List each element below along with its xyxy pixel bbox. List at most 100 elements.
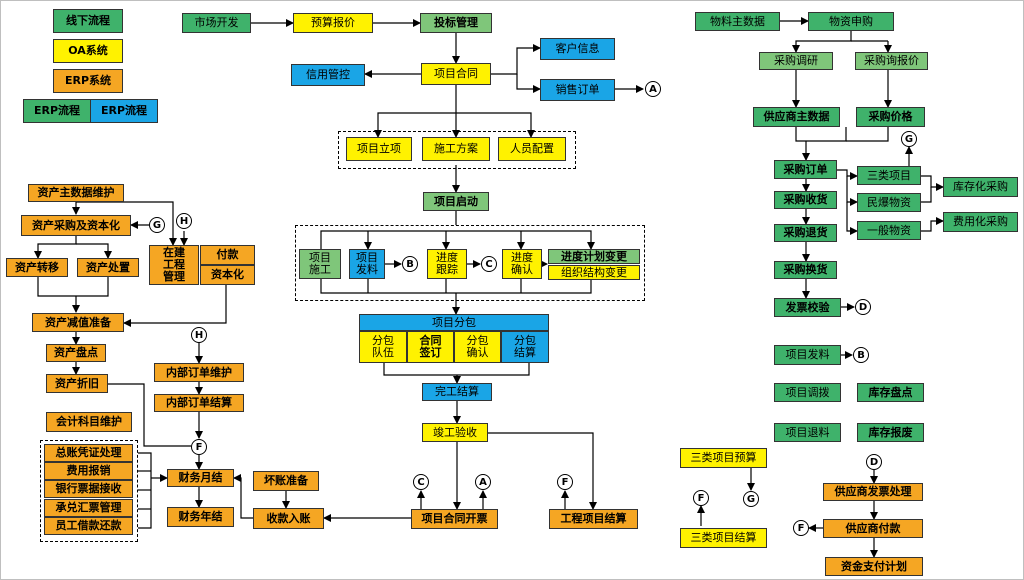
invoice-verification: 发票校验 bbox=[774, 298, 841, 317]
internal-order-maintain: 内部订单维护 bbox=[154, 363, 244, 382]
project-construction: 项目 施工 bbox=[299, 249, 341, 279]
connector-c-invoice: C bbox=[413, 474, 429, 490]
asset-purchase-capitalize: 资产采购及资本化 bbox=[21, 215, 131, 236]
credit-control: 信用管控 bbox=[291, 64, 365, 86]
connector-h-wip: H bbox=[176, 213, 192, 229]
material-master-data: 物料主数据 bbox=[695, 12, 780, 31]
general-materials: 一般物资 bbox=[857, 221, 921, 240]
subcontract-team: 分包 队伍 bbox=[359, 331, 407, 363]
expense-reimbursement: 费用报销 bbox=[44, 462, 133, 480]
staffing: 人员配置 bbox=[498, 137, 566, 161]
project-contract: 项目合同 bbox=[421, 63, 491, 85]
purchase-exchange: 采购换货 bbox=[774, 261, 837, 279]
right-project-material-issue: 项目发料 bbox=[774, 345, 841, 365]
purchase-receiving: 采购收货 bbox=[774, 191, 837, 209]
asset-disposal: 资产处置 bbox=[77, 258, 139, 277]
construction-in-progress: 在建 工程 管理 bbox=[149, 245, 199, 285]
bad-debt-provision: 坏账准备 bbox=[253, 471, 319, 491]
asset-inventory-count: 资产盘点 bbox=[46, 344, 106, 362]
engineering-settlement: 工程项目结算 bbox=[549, 509, 638, 529]
customer-info: 客户信息 bbox=[540, 38, 615, 60]
legend-oa-system: OA系统 bbox=[53, 39, 123, 63]
connector-d-verify: D bbox=[855, 299, 871, 315]
asset-impairment: 资产减值准备 bbox=[32, 313, 124, 332]
market-development: 市场开发 bbox=[182, 13, 251, 33]
bank-note-receipt: 银行票据接收 bbox=[44, 480, 133, 498]
connector-g-class3: G bbox=[743, 491, 759, 507]
asset-transfer: 资产转移 bbox=[6, 258, 68, 277]
connector-f-close: F bbox=[191, 439, 207, 455]
contract-invoicing: 项目合同开票 bbox=[411, 509, 498, 529]
year-end-close: 财务年结 bbox=[167, 507, 234, 527]
project-transfer: 项目调拨 bbox=[774, 383, 841, 402]
contract-signing: 合同 签订 bbox=[407, 331, 454, 363]
project-material-issue: 项目 发料 bbox=[349, 249, 385, 279]
payment: 付款 bbox=[200, 245, 255, 265]
project-prep-group bbox=[338, 131, 576, 169]
month-end-close: 财务月结 bbox=[167, 469, 234, 487]
internal-order-settle: 内部订单结算 bbox=[154, 394, 244, 412]
class3-settlement: 三类项目结算 bbox=[680, 528, 767, 548]
project-start: 项目启动 bbox=[423, 192, 489, 211]
vendor-payment: 供应商付款 bbox=[823, 519, 923, 538]
connector-f-settle: F bbox=[557, 474, 573, 490]
connector-a-invoice: A bbox=[475, 474, 491, 490]
stock-count: 库存盘点 bbox=[857, 383, 924, 402]
legend-erp-flow-blue: ERP流程 bbox=[90, 99, 158, 123]
purchase-order: 采购订单 bbox=[774, 160, 837, 179]
project-setup: 项目立项 bbox=[346, 137, 412, 161]
connector-d-invoice: D bbox=[866, 454, 882, 470]
material-requisition: 物资申购 bbox=[808, 12, 894, 31]
progress-confirmation: 进度 确认 bbox=[502, 249, 542, 279]
completion-settlement: 完工结算 bbox=[422, 383, 492, 401]
connector-b-issue-right: B bbox=[853, 347, 869, 363]
subcontract-confirm: 分包 确认 bbox=[454, 331, 501, 363]
final-acceptance: 竣工验收 bbox=[422, 423, 488, 442]
budget-quotation: 预算报价 bbox=[293, 13, 373, 33]
purchase-price: 采购价格 bbox=[856, 107, 925, 127]
purchase-research: 采购调研 bbox=[759, 52, 833, 70]
asset-depreciation: 资产折旧 bbox=[46, 374, 108, 393]
sales-order: 销售订单 bbox=[540, 79, 615, 101]
connector-f-payment: F bbox=[793, 520, 809, 536]
connector-g-asset: G bbox=[149, 217, 165, 233]
acceptance-bill: 承兑汇票管理 bbox=[44, 499, 133, 517]
class3-project: 三类项目 bbox=[857, 166, 921, 185]
civil-explosives: 民爆物资 bbox=[857, 193, 921, 212]
gl-process-group bbox=[40, 440, 138, 542]
connector-g-po: G bbox=[901, 131, 917, 147]
receipt-posting: 收款入账 bbox=[253, 508, 324, 529]
connector-c-track: C bbox=[481, 256, 497, 272]
progress-plan-change: 进度计划变更 bbox=[548, 249, 640, 264]
construction-plan: 施工方案 bbox=[422, 137, 490, 161]
project-execution-group bbox=[295, 225, 645, 301]
legend-offline-flow: 线下流程 bbox=[53, 9, 123, 33]
vendor-invoice: 供应商发票处理 bbox=[823, 483, 923, 501]
stock-scrap: 库存报废 bbox=[857, 423, 924, 442]
project-subcontract: 项目分包 bbox=[359, 314, 549, 331]
connector-a-sales: A bbox=[645, 81, 661, 97]
project-material-return: 项目退料 bbox=[774, 423, 841, 442]
employee-loan: 员工借款还款 bbox=[44, 517, 133, 535]
legend-erp-system: ERP系统 bbox=[53, 69, 123, 93]
expense-purchase: 费用化采购 bbox=[943, 212, 1018, 232]
vendor-master-data: 供应商主数据 bbox=[753, 107, 840, 127]
purchase-inquiry: 采购询报价 bbox=[855, 52, 928, 70]
connector-b-issue: B bbox=[402, 256, 418, 272]
fund-payment-plan: 资金支付计划 bbox=[825, 557, 923, 576]
capitalization: 资本化 bbox=[200, 265, 255, 285]
chart-of-accounts: 会计科目维护 bbox=[46, 412, 132, 432]
org-structure-change: 组织结构变更 bbox=[548, 265, 640, 280]
class3-budget: 三类项目预算 bbox=[680, 448, 767, 468]
connector-f-class3: F bbox=[693, 490, 709, 506]
gl-voucher: 总账凭证处理 bbox=[44, 444, 133, 462]
progress-tracking: 进度 跟踪 bbox=[427, 249, 467, 279]
asset-master-data: 资产主数据维护 bbox=[28, 184, 124, 202]
subcontract-settlement: 分包 结算 bbox=[501, 331, 549, 363]
bid-management: 投标管理 bbox=[420, 13, 492, 33]
connector-h-order: H bbox=[191, 327, 207, 343]
purchase-return: 采购退货 bbox=[774, 224, 837, 242]
legend-erp-flow-green: ERP流程 bbox=[23, 99, 91, 123]
